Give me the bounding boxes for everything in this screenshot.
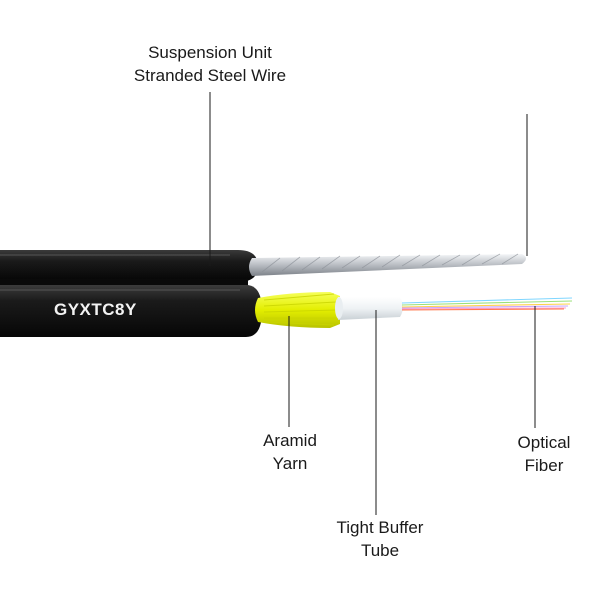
stranded-steel-wire <box>249 253 526 276</box>
cable-print-text: GYXTC8Y <box>54 300 137 319</box>
main-jacket <box>0 285 262 337</box>
suspension-label-line2: Stranded Steel Wire <box>133 66 287 85</box>
jacket-highlight <box>0 289 240 291</box>
aramid-yarn <box>255 292 340 328</box>
fiber-label-line1: Optical <box>517 433 571 452</box>
suspension-unit-label: Suspension Unit Stranded Steel Wire <box>110 41 310 87</box>
optical-fibers <box>401 297 573 311</box>
jacket-highlight <box>0 254 230 256</box>
messenger-jacket <box>0 250 258 282</box>
jacket-web <box>0 279 248 287</box>
aramid-yarn-label: Aramid Yarn <box>240 429 340 475</box>
optical-fiber-label: Optical Fiber <box>494 431 594 477</box>
aramid-label-line2: Yarn <box>272 454 308 473</box>
buffer-label-line2: Tube <box>360 541 400 560</box>
suspension-label-line1: Suspension Unit <box>148 43 272 62</box>
leader-lines <box>209 92 536 515</box>
tight-buffer-tube <box>335 297 403 320</box>
aramid-label-line1: Aramid <box>263 431 317 450</box>
fiber-label-line2: Fiber <box>524 456 564 475</box>
tight-buffer-tube-label: Tight Buffer Tube <box>310 516 450 562</box>
buffer-label-line1: Tight Buffer <box>336 518 424 537</box>
